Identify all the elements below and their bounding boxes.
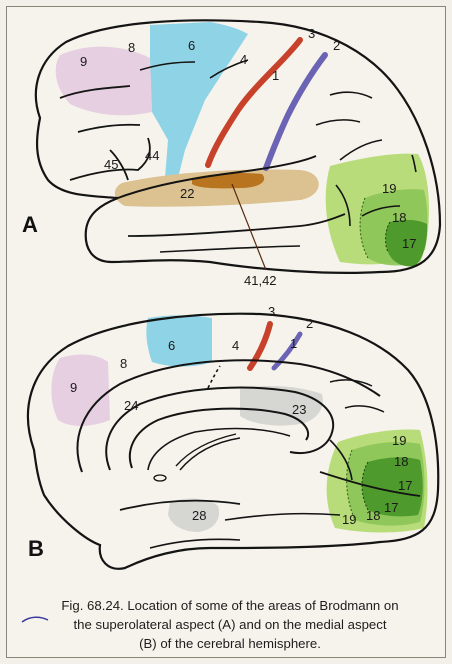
area-9-8-region xyxy=(56,47,152,116)
area-label-1: 1 xyxy=(272,68,279,83)
area-label-9-medial: 9 xyxy=(70,380,77,395)
area-label-18: 18 xyxy=(392,210,406,225)
area-label-17-medial-upper: 17 xyxy=(398,478,412,493)
area-label-1-medial: 1 xyxy=(290,336,297,351)
area-label-24: 24 xyxy=(124,398,138,413)
area-label-18-medial-lower: 18 xyxy=(366,508,380,523)
area-label-41-42: 41,42 xyxy=(244,273,277,288)
medial-hemisphere: B 3 2 1 6 4 8 9 24 23 19 18 17 28 19 18 … xyxy=(28,304,438,569)
area-6-region-medial xyxy=(146,315,212,366)
area-label-4-medial: 4 xyxy=(232,338,239,353)
panel-label-b: B xyxy=(28,536,44,561)
area-label-6-medial: 6 xyxy=(168,338,175,353)
lateral-hemisphere: A 9 8 6 4 3 2 1 44 45 22 19 18 17 41,42 xyxy=(22,20,440,288)
area-label-3-medial: 3 xyxy=(268,304,275,319)
area-label-23: 23 xyxy=(292,402,306,417)
area-label-19-medial-upper: 19 xyxy=(392,433,406,448)
area-label-6: 6 xyxy=(188,38,195,53)
area-6-region xyxy=(150,22,248,178)
area-label-19: 19 xyxy=(382,181,396,196)
area-label-2: 2 xyxy=(333,38,340,53)
area-label-45: 45 xyxy=(104,157,118,172)
area-label-3: 3 xyxy=(308,26,315,41)
area-label-19-medial-lower: 19 xyxy=(342,512,356,527)
area-label-18-medial-upper: 18 xyxy=(394,454,408,469)
area-label-17: 17 xyxy=(402,236,416,251)
area-label-9: 9 xyxy=(80,54,87,69)
caption-line-3: (B) of the cerebral hemisphere. xyxy=(20,634,440,653)
area-23-region xyxy=(240,386,323,426)
area-label-28: 28 xyxy=(192,508,206,523)
panel-label-a: A xyxy=(22,212,38,237)
caption-line-2: the superolateral aspect (A) and on the … xyxy=(20,615,440,634)
area-label-8-medial: 8 xyxy=(120,356,127,371)
area-9-region-medial xyxy=(51,355,110,426)
caption-line-1: Fig. 68.24. Location of some of the area… xyxy=(20,596,440,615)
area-label-17-medial-lower: 17 xyxy=(384,500,398,515)
figure-caption: Fig. 68.24. Location of some of the area… xyxy=(20,596,440,653)
area-label-8: 8 xyxy=(128,40,135,55)
area-label-2-medial: 2 xyxy=(306,316,313,331)
area-label-44: 44 xyxy=(145,148,159,163)
area-label-22: 22 xyxy=(180,186,194,201)
area-label-4: 4 xyxy=(240,52,247,67)
